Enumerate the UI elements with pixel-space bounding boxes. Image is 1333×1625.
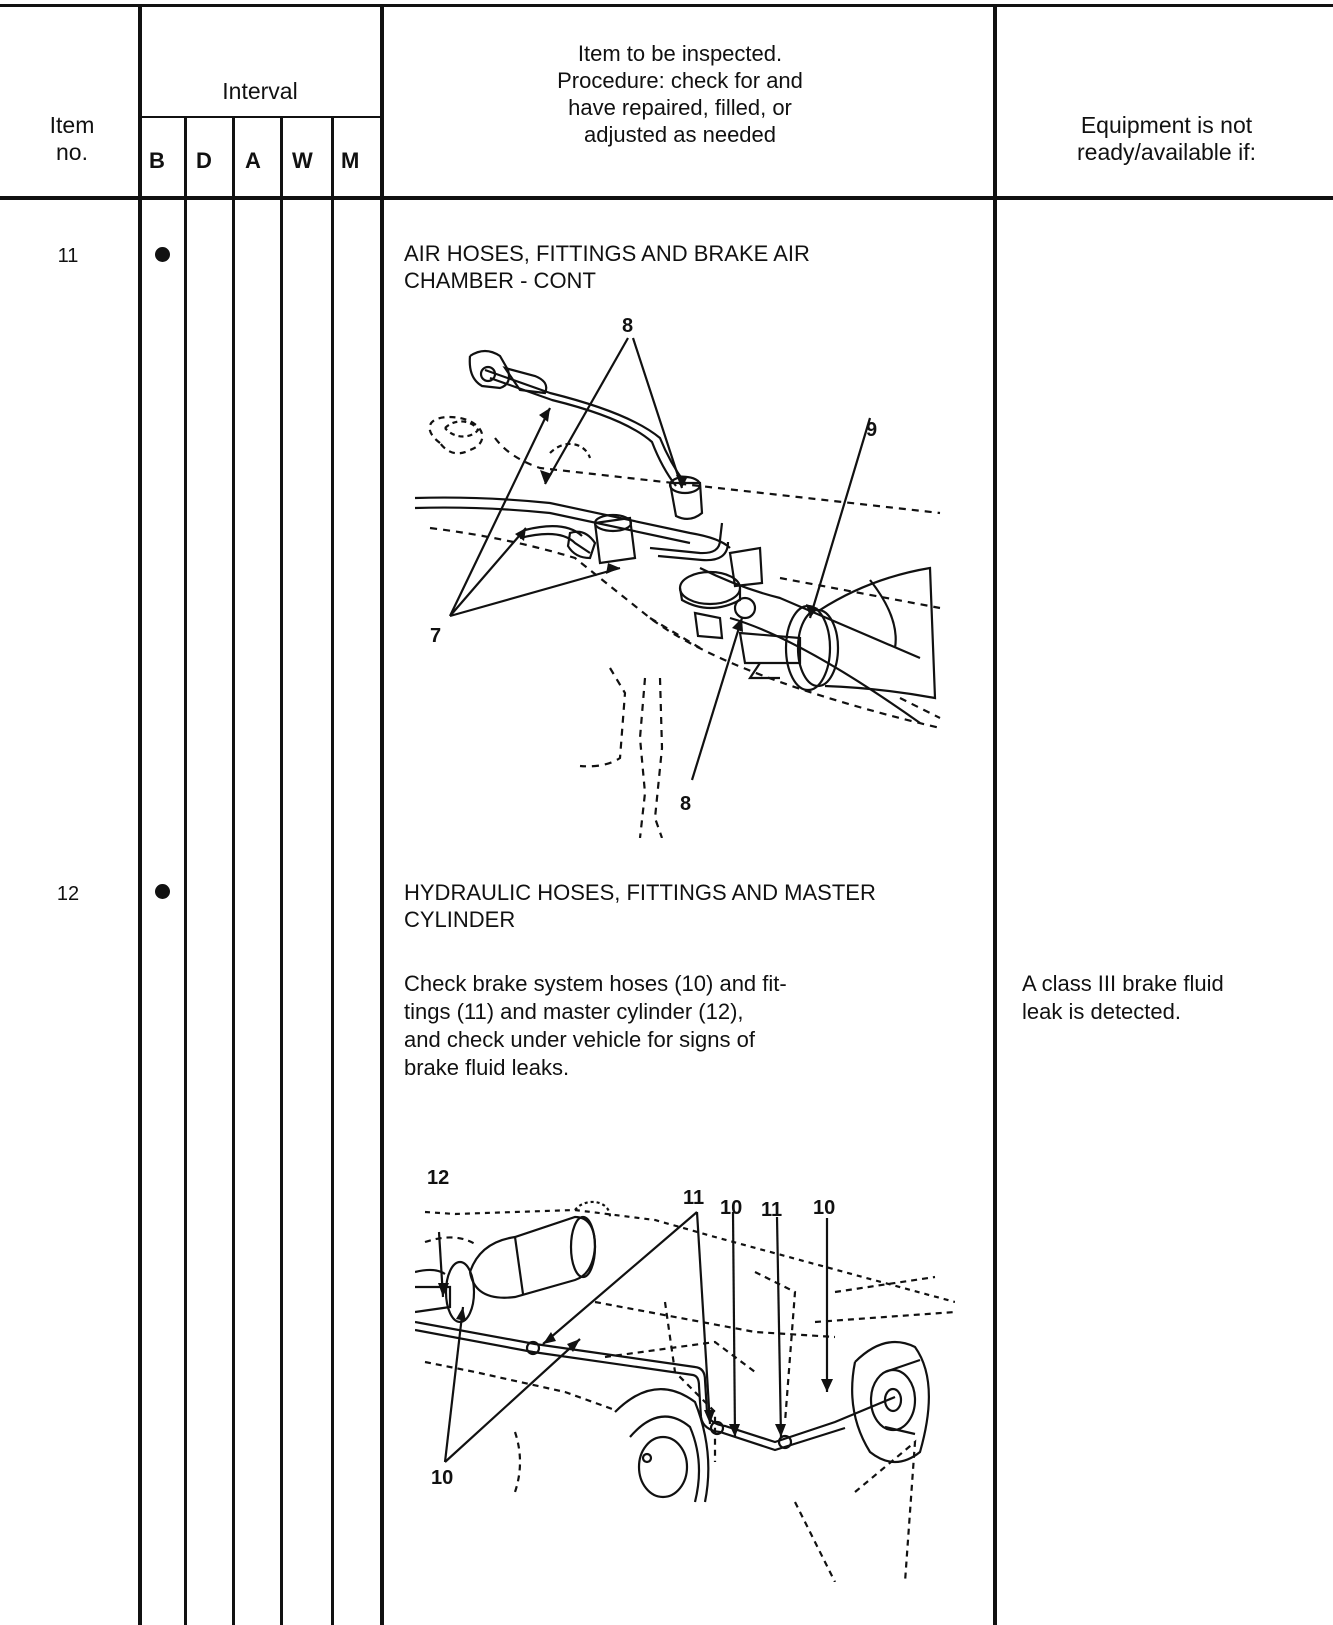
row-title: HYDRAULIC HOSES, FITTINGS AND MASTER CYL…: [404, 880, 876, 932]
top-rule: [0, 4, 1333, 7]
col-rule-b-left: [138, 6, 142, 1625]
header-interval: Interval: [222, 78, 298, 104]
callout-12: 12: [427, 1167, 449, 1189]
col-rule-a-left: [232, 116, 235, 1625]
interval-divider-rule: [140, 116, 380, 118]
procedure-text: Check brake system hoses (10) and fit- t…: [404, 971, 787, 1080]
header-not-ready: Equipment is not ready/available if:: [1077, 112, 1256, 165]
callout-7: 7: [430, 625, 441, 647]
item-number: 11: [57, 245, 79, 267]
header-interval-d: D: [196, 148, 212, 173]
col-rule-d-left: [184, 116, 187, 1625]
header-interval-a: A: [245, 148, 261, 173]
col-rule-notready-left: [993, 6, 997, 1625]
header-bottom-rule: [0, 196, 1333, 200]
callout-8-top: 8: [622, 318, 633, 337]
callout-11-left: 11: [683, 1187, 704, 1209]
col-rule-m-left: [331, 116, 334, 1625]
interval-bullet-b: [155, 247, 170, 262]
header-interval-m: M: [341, 148, 360, 173]
col-rule-w-left: [280, 116, 283, 1625]
row-title: AIR HOSES, FITTINGS AND BRAKE AIR CHAMBE…: [404, 241, 810, 293]
item-number: 12: [56, 883, 80, 905]
callout-10-right: 10: [813, 1197, 835, 1219]
interval-bullet-b: [155, 884, 170, 899]
callout-10-mid: 10: [720, 1197, 742, 1219]
callout-11-right: 11: [761, 1199, 782, 1221]
callout-10-bottom: 10: [431, 1467, 453, 1489]
col-rule-procedure-left: [380, 6, 384, 1625]
hydraulic-hoses-illustration: 12 11 10 11 10 10: [415, 1167, 955, 1582]
not-ready-text: A class III brake fluid leak is detected…: [1022, 971, 1224, 1024]
air-hoses-illustration: 8 9 7 8: [414, 318, 941, 838]
header-interval-w: W: [292, 148, 313, 173]
header-interval-b: B: [149, 148, 165, 173]
header-procedure: Item to be inspected. Procedure: check f…: [557, 41, 803, 147]
callout-9: 9: [866, 419, 877, 441]
header-item-no: Item no.: [49, 112, 95, 165]
callout-8-bottom: 8: [680, 793, 691, 815]
